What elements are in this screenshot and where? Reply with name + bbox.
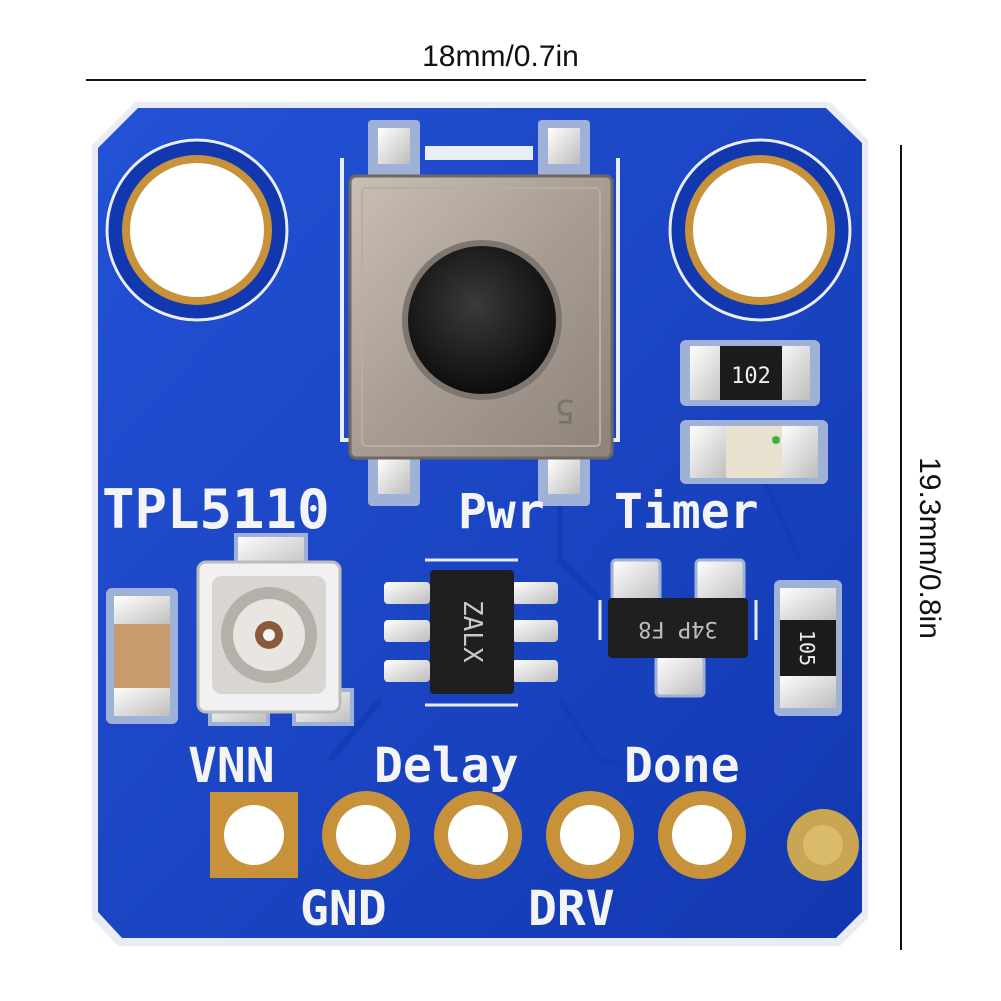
pwr-label: Pwr bbox=[458, 484, 545, 540]
mosfet: 34P F8 bbox=[598, 558, 758, 698]
pin-label-delay: Delay bbox=[374, 738, 519, 794]
resistor-102-label: 102 bbox=[731, 364, 771, 389]
capacitor bbox=[106, 588, 178, 724]
button-marking: 5 bbox=[555, 392, 575, 430]
resistor-102: 102 bbox=[680, 340, 820, 406]
mounting-hole-left bbox=[105, 138, 289, 322]
pcb-substrate bbox=[92, 102, 868, 946]
width-dimension-label: 18mm/0.7in bbox=[422, 40, 579, 73]
mounting-hole-right bbox=[668, 138, 852, 322]
pin-label-vnn: VNN bbox=[188, 738, 275, 794]
chip-name-label: TPL5110 bbox=[102, 478, 330, 541]
power-led bbox=[680, 420, 828, 484]
mosfet-marking: 34P F8 bbox=[638, 616, 717, 641]
pin-label-drv: DRV bbox=[528, 881, 615, 937]
width-dimension-line bbox=[86, 79, 866, 81]
timer-label: Timer bbox=[614, 484, 759, 540]
ic-marking: ZALX bbox=[457, 600, 487, 663]
trimmer-potentiometer bbox=[196, 533, 354, 726]
height-dimension-line bbox=[900, 145, 902, 950]
pin-label-gnd: GND bbox=[300, 881, 387, 937]
timer-ic: ZALX bbox=[384, 558, 558, 707]
pin-label-done: Done bbox=[624, 738, 740, 794]
push-button: 5 bbox=[340, 120, 620, 506]
resistor-105: 105 bbox=[774, 580, 842, 716]
header-pins bbox=[210, 791, 859, 881]
resistor-105-label: 105 bbox=[795, 630, 819, 666]
